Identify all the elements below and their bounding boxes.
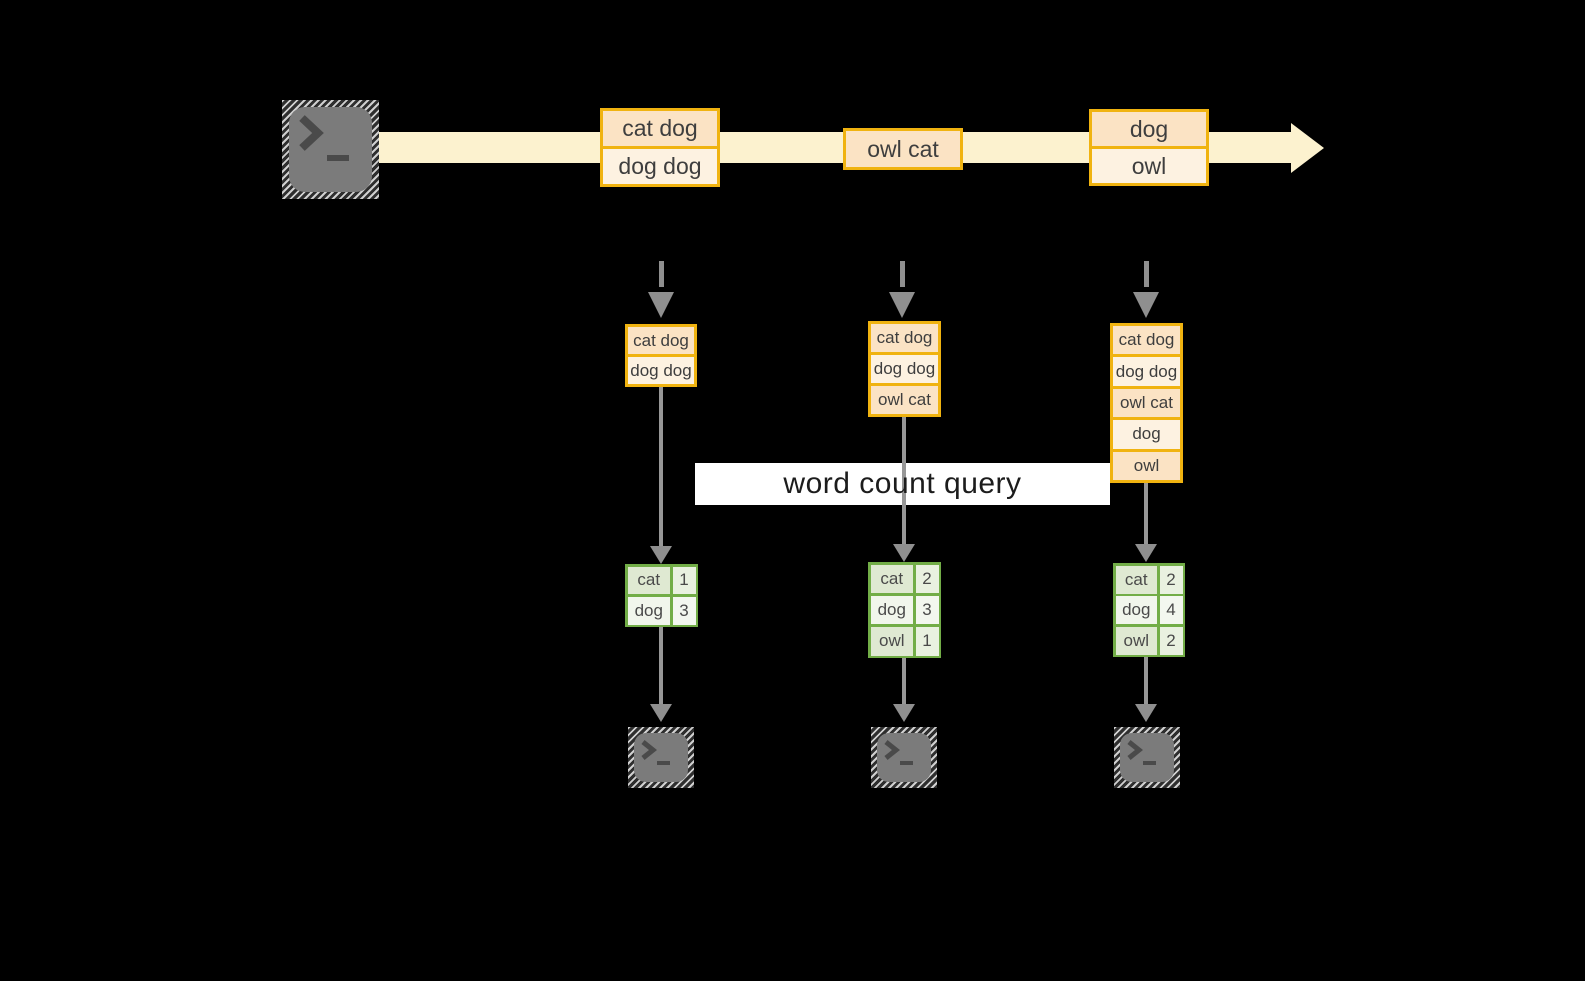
terminal-prompt-icon (641, 740, 670, 765)
dash-segment (899, 261, 905, 287)
word-cell: cat (870, 564, 913, 594)
snapshot-record: dog dog (628, 357, 694, 384)
snapshot-stack-3: cat dog dog dog owl cat dog owl (1110, 323, 1183, 483)
word-cell: owl (870, 626, 913, 656)
snapshot-record: owl cat (871, 386, 938, 414)
count-cell: 4 (1159, 596, 1183, 624)
down-arrow-line (902, 417, 906, 544)
count-cell: 1 (915, 626, 939, 656)
dashed-down-arrow-icon (648, 261, 674, 318)
stream-record: dog dog (603, 149, 717, 184)
sink-terminal-icon (871, 727, 937, 788)
terminal-body (289, 107, 372, 192)
sink-terminal-icon (1114, 727, 1180, 788)
word-cell: cat (627, 566, 670, 595)
snapshot-record: owl (1113, 451, 1180, 481)
count-cell: 1 (672, 566, 696, 595)
word-cell: dog (870, 595, 913, 625)
dash-segment (1143, 261, 1149, 287)
count-cell: 2 (915, 564, 939, 594)
word-cell: dog (1115, 596, 1157, 624)
terminal-body (1120, 733, 1174, 782)
stream-record: owl (1092, 149, 1206, 183)
snapshot-record: dog (1113, 420, 1180, 449)
count-table-2: cat 2 dog 3 owl 1 (868, 562, 941, 658)
snapshot-stack-1: cat dog dog dog (625, 324, 697, 387)
snapshot-record: cat dog (871, 324, 938, 352)
stream-arrowhead-icon (1291, 123, 1324, 173)
snapshot-record: dog dog (1113, 357, 1180, 386)
terminal-prompt-icon (1127, 740, 1156, 765)
stream-batch-1: cat dog dog dog (600, 108, 720, 187)
count-cell: 2 (1159, 565, 1183, 594)
down-arrow-line (659, 387, 663, 546)
count-cell: 3 (915, 595, 939, 625)
stream-record: cat dog (603, 111, 717, 146)
terminal-prompt-icon (884, 740, 913, 765)
source-terminal-icon (282, 100, 379, 199)
arrowhead (650, 546, 672, 564)
terminal-prompt-icon (299, 115, 349, 161)
count-cell: 3 (672, 596, 696, 625)
snapshot-stack-2: cat dog dog dog owl cat (868, 321, 941, 417)
arrowhead (893, 704, 915, 722)
dashed-down-arrow-icon (1133, 261, 1159, 318)
arrowhead (1135, 704, 1157, 722)
stream-batch-3: dog owl (1089, 109, 1209, 186)
dashed-down-arrow-icon (889, 261, 915, 318)
arrowhead (648, 292, 674, 318)
count-table-3: cat 2 dog 4 owl 2 (1113, 563, 1185, 657)
terminal-body (634, 733, 688, 782)
count-table-1: cat 1 dog 3 (625, 564, 698, 627)
down-arrow-line (902, 658, 906, 705)
down-arrow-line (1144, 657, 1148, 705)
snapshot-record: dog dog (871, 355, 938, 383)
arrowhead (650, 704, 672, 722)
down-arrow-line (659, 627, 663, 705)
arrowhead (889, 292, 915, 318)
dash-segment (658, 261, 664, 287)
word-cell: cat (1115, 565, 1157, 594)
snapshot-record: cat dog (1113, 326, 1180, 355)
query-banner-label: word count query (783, 467, 1022, 500)
snapshot-record: cat dog (628, 327, 694, 354)
stream-record: owl cat (846, 131, 960, 167)
count-cell: 2 (1159, 626, 1183, 655)
arrowhead (1133, 292, 1159, 318)
down-arrow-line (1144, 483, 1148, 544)
arrowhead (893, 544, 915, 562)
terminal-body (877, 733, 931, 782)
snapshot-record: owl cat (1113, 388, 1180, 418)
sink-terminal-icon (628, 727, 694, 788)
stream-batch-2: owl cat (843, 128, 963, 170)
stream-record: dog (1092, 112, 1206, 146)
arrowhead (1135, 544, 1157, 562)
word-cell: dog (627, 596, 670, 625)
word-cell: owl (1115, 626, 1157, 655)
